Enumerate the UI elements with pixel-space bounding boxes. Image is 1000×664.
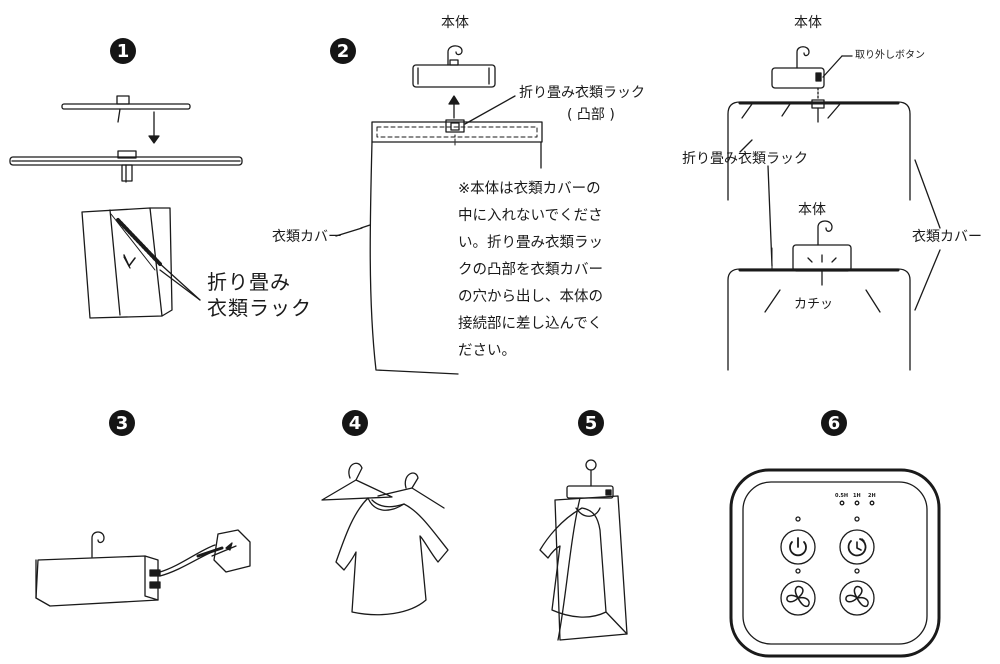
- step2-cover: [335, 95, 543, 375]
- step4-shirt-hanger: [321, 462, 449, 616]
- step1-cover: [81, 207, 201, 319]
- note-line: の穴から出し、本体の: [458, 289, 603, 305]
- note-line: クの凸部を衣類カバー: [458, 262, 603, 278]
- step2r-click-label: カチッ: [794, 297, 834, 312]
- step1-rack-label-2: 衣類ラック: [207, 296, 312, 320]
- step-badge-3: 3: [109, 410, 135, 436]
- step2r-top-cover: [727, 99, 911, 201]
- step2-rack-label: 折り畳み衣類ラック: [519, 85, 645, 101]
- timer-label-2h: 2H: [868, 493, 876, 499]
- step5-hanging-cover: [539, 459, 628, 641]
- step2r-body-label-bottom: 本体: [798, 202, 826, 218]
- step2r-top-body: [771, 46, 853, 101]
- fan-low-icon: [839, 580, 875, 616]
- note-line: ※本体は衣類カバーの: [458, 181, 601, 197]
- step2r-release-button-label: 取り外しボタン: [855, 50, 925, 61]
- step1-rack-folded: [61, 95, 191, 144]
- step2r-bottom-cover: [727, 159, 941, 371]
- timer-label-1h: 1H: [853, 493, 861, 499]
- step2-body-label: 本体: [441, 15, 469, 31]
- step1-rack-label-1: 折り畳み: [207, 270, 291, 294]
- step-badge-5: 5: [578, 410, 604, 436]
- note-line: ださい。: [458, 343, 516, 359]
- step-badge-1: 1: [110, 38, 136, 64]
- timer-label-0.5h: 0.5H: [835, 493, 849, 499]
- step1-rack-open: [9, 150, 243, 183]
- step2-note: ※本体は衣類カバーの 中に入れないでくださ い。折り畳み衣類ラッ クの凸部を衣類…: [458, 176, 654, 365]
- step2-cover-label: 衣類カバー: [272, 229, 342, 245]
- timer-icon: [839, 529, 875, 565]
- note-line: 中に入れないでくださ: [458, 208, 603, 224]
- power-icon: [780, 529, 816, 565]
- step2r-cover-label: 衣類カバー: [912, 229, 982, 245]
- fan-icon: [780, 580, 816, 616]
- step2-body-unit: [412, 45, 496, 119]
- step-badge-2: 2: [330, 38, 356, 64]
- note-line: 接続部に差し込んでく: [458, 316, 603, 332]
- note-line: い。折り畳み衣類ラッ: [458, 235, 603, 251]
- step2-protrusion-label: ( 凸部 ): [567, 107, 615, 123]
- step2r-bottom-body: [792, 220, 852, 272]
- step-badge-4: 4: [342, 410, 368, 436]
- step2r-rack-label: 折り畳み衣類ラック: [682, 151, 808, 167]
- step6-control-panel: [729, 468, 941, 658]
- step-badge-6: 6: [821, 410, 847, 436]
- step3-body-plug: [35, 529, 251, 607]
- step2r-body-label-top: 本体: [794, 15, 822, 31]
